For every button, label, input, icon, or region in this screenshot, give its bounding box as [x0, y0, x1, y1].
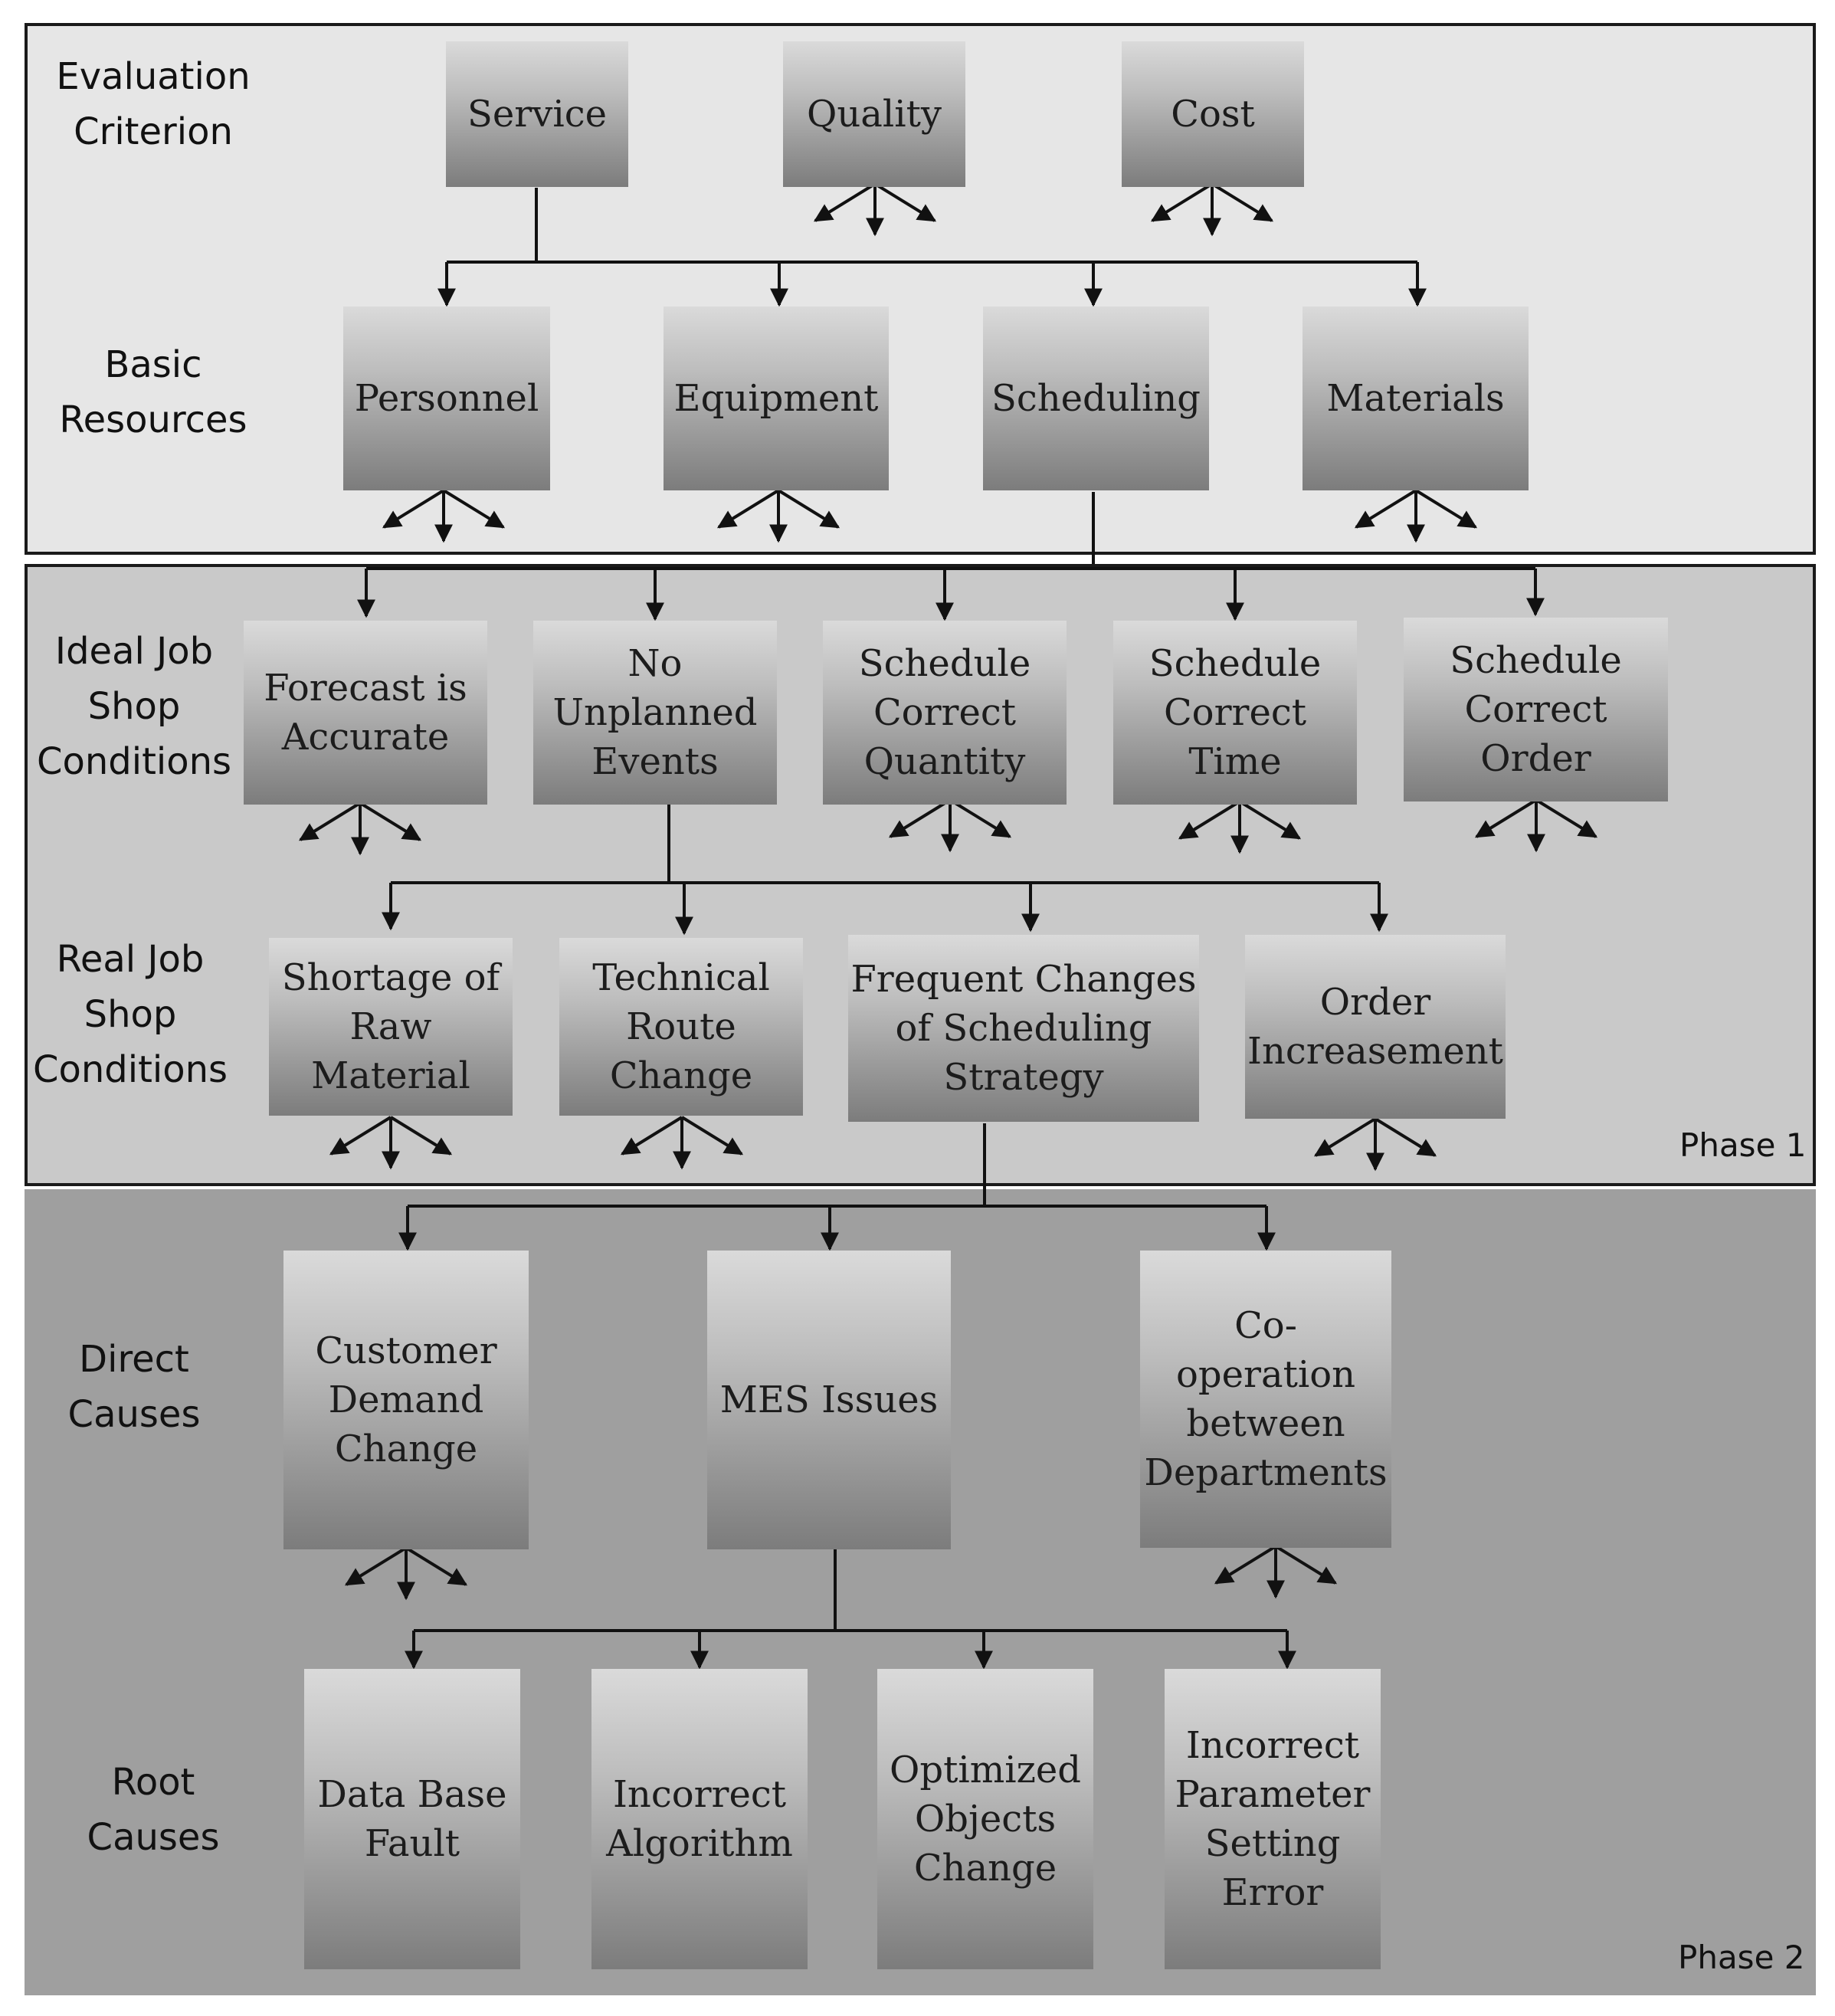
box-cost: Cost: [1122, 41, 1304, 187]
level-evaluation-criterion: Evaluation Criterion: [56, 55, 251, 153]
box-order-increasement-label: Order Increasement: [1247, 981, 1503, 1073]
box-incorrect-parameter-setting: Incorrect Parameter Setting Error: [1165, 1669, 1381, 1969]
level-ideal-job-shop: Ideal Job Shop Conditions: [36, 630, 232, 783]
box-database-fault-label: Data Base Fault: [317, 1773, 507, 1865]
box-optimized-objects-change: Optimized Objects Change: [877, 1669, 1093, 1969]
box-materials: Materials: [1303, 306, 1529, 490]
box-schedule-correct-order-label: Schedule Correct Order: [1450, 639, 1622, 780]
box-customer-demand-change-label: Customer Demand Change: [315, 1329, 497, 1470]
fan-arrow: [1313, 1117, 1377, 1157]
box-scheduling: Scheduling: [983, 306, 1209, 490]
fan-arrow: [442, 489, 506, 529]
phase1-label: Phase 1: [1679, 1126, 1807, 1164]
box-forecast-accurate: Forecast is Accurate: [244, 621, 487, 805]
box-shortage-raw-material: Shortage of Raw Material: [269, 938, 513, 1116]
box-technical-route-change: Technical Route Change: [559, 938, 803, 1116]
fan-arrow: [1414, 489, 1478, 529]
fan-arrow: [813, 182, 877, 222]
fan-arrow: [888, 798, 952, 838]
box-no-unplanned-events: No Unplanned Events: [533, 621, 777, 805]
box-scheduling-label: Scheduling: [991, 377, 1201, 420]
fan-arrow: [329, 1116, 392, 1156]
box-equipment: Equipment: [664, 306, 889, 490]
box-cooperation-departments: Co- operation between Departments: [1140, 1251, 1391, 1548]
box-schedule-correct-time: Schedule Correct Time: [1113, 621, 1357, 805]
fan-arrow: [382, 489, 445, 529]
box-shortage-raw-material-label: Shortage of Raw Material: [281, 956, 500, 1097]
box-frequent-changes-strategy: Frequent Changes of Scheduling Strategy: [848, 935, 1199, 1122]
box-quality: Quality: [783, 41, 965, 187]
fan-arrow: [680, 1116, 744, 1156]
fan-arrow: [405, 1546, 468, 1586]
fan-arrow: [1238, 800, 1302, 840]
box-forecast-accurate-label: Forecast is Accurate: [264, 667, 467, 759]
level-real-job-shop: Real Job Shop Conditions: [32, 938, 228, 1091]
box-equipment-label: Equipment: [673, 377, 879, 420]
box-materials-label: Materials: [1326, 377, 1505, 420]
fan-arrow: [620, 1116, 683, 1156]
box-customer-demand-change: Customer Demand Change: [283, 1251, 529, 1549]
box-schedule-correct-quantity-label: Schedule Correct Quantity: [858, 642, 1031, 783]
fan-arrow: [389, 1116, 453, 1156]
box-technical-route-change-label: Technical Route Change: [592, 956, 770, 1097]
level-basic-resources: Basic Resources: [59, 343, 247, 441]
box-schedule-correct-order: Schedule Correct Order: [1404, 618, 1668, 801]
box-schedule-correct-time-label: Schedule Correct Time: [1149, 642, 1322, 783]
box-order-increasement: Order Increasement: [1245, 935, 1506, 1119]
box-database-fault: Data Base Fault: [304, 1669, 520, 1969]
box-schedule-correct-quantity: Schedule Correct Quantity: [823, 621, 1067, 805]
box-incorrect-algorithm: Incorrect Algorithm: [591, 1669, 808, 1969]
box-no-unplanned-events-label: No Unplanned Events: [552, 642, 758, 783]
fan-arrow: [777, 489, 840, 529]
level-direct-causes: Direct Causes: [67, 1338, 201, 1436]
fan-arrow: [1178, 800, 1241, 840]
box-service-label: Service: [467, 93, 607, 136]
box-optimized-objects-change-label: Optimized Objects Change: [889, 1749, 1081, 1890]
box-mes-issues-label: MES Issues: [719, 1378, 939, 1421]
box-quality-label: Quality: [807, 93, 942, 136]
fan-arrow: [1274, 1545, 1338, 1585]
box-personnel: Personnel: [343, 306, 550, 490]
fan-arrow: [1211, 182, 1274, 222]
box-cooperation-departments-label: Co- operation between Departments: [1144, 1304, 1388, 1494]
phase2-label: Phase 2: [1678, 1939, 1805, 1976]
box-incorrect-parameter-setting-label: Incorrect Parameter Setting Error: [1175, 1724, 1371, 1914]
box-service: Service: [446, 41, 628, 187]
fan-arrow: [1474, 798, 1538, 838]
fan-arrow: [716, 489, 780, 529]
fan-arrow: [359, 801, 422, 841]
fan-arrow: [1374, 1117, 1437, 1157]
fan-arrow: [1150, 182, 1214, 222]
box-cost-label: Cost: [1171, 93, 1255, 136]
fan-arrow: [298, 801, 362, 841]
fan-arrow: [344, 1546, 408, 1586]
fan-arrow: [1214, 1545, 1277, 1585]
fan-arrow: [1535, 798, 1598, 838]
box-incorrect-algorithm-label: Incorrect Algorithm: [606, 1773, 793, 1865]
box-mes-issues: MES Issues: [707, 1251, 951, 1549]
fan-arrow: [873, 182, 937, 222]
fan-arrow: [1354, 489, 1417, 529]
box-frequent-changes-strategy-label: Frequent Changes of Scheduling Strategy: [850, 958, 1197, 1099]
fan-arrow: [949, 798, 1012, 838]
level-root-causes: Root Causes: [87, 1761, 220, 1859]
box-personnel-label: Personnel: [354, 377, 539, 420]
